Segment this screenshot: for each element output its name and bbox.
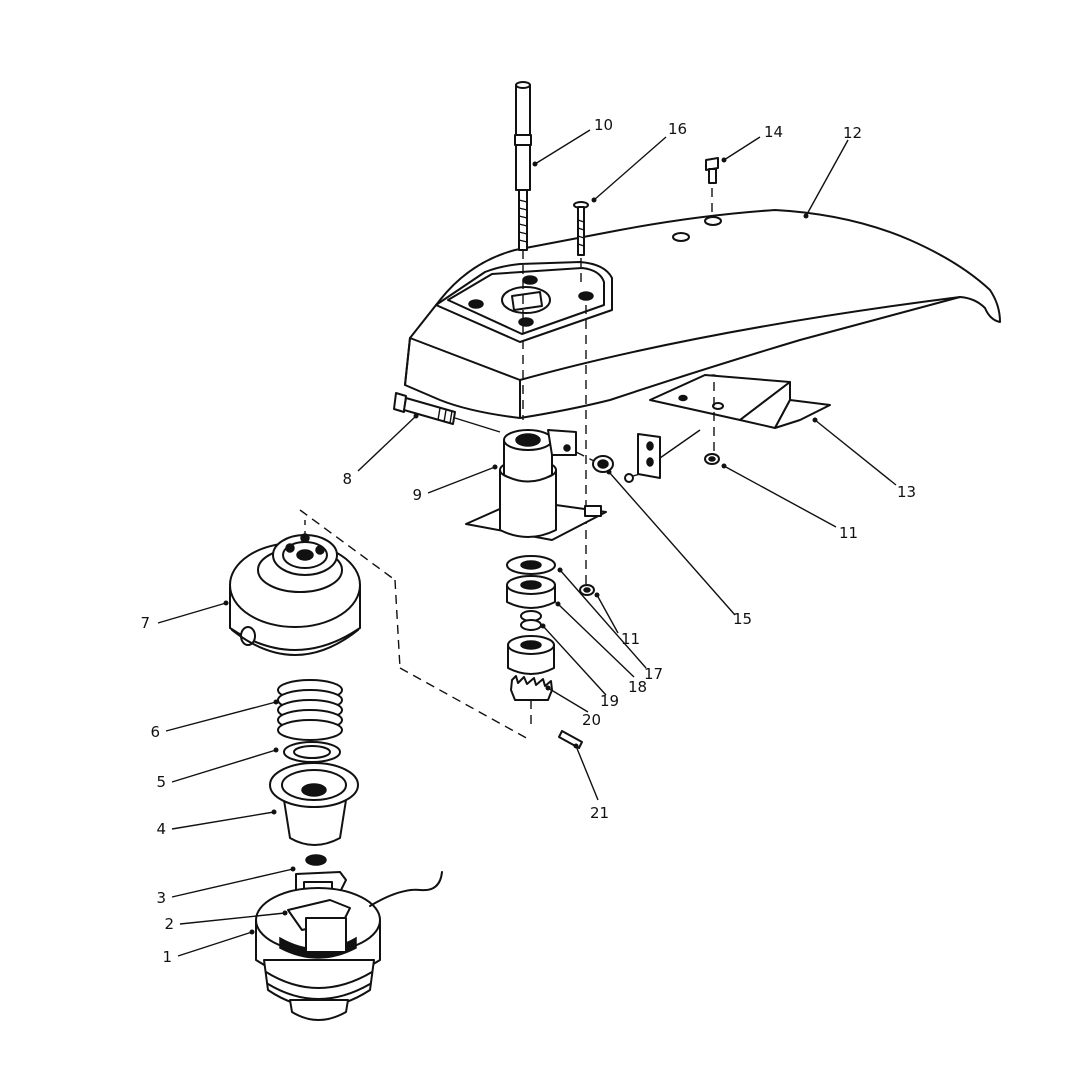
callout-17: 17 xyxy=(644,665,663,683)
callout-3: 3 xyxy=(156,889,166,907)
callout-20: 20 xyxy=(582,711,601,729)
washer-5 xyxy=(283,741,341,763)
callout-5: 5 xyxy=(156,773,166,791)
mounting-plate xyxy=(637,429,701,479)
spool-4 xyxy=(269,762,359,846)
callout-2: 2 xyxy=(164,915,174,933)
bolt-14 xyxy=(705,157,719,455)
callout-labels: 1 2 3 4 5 6 7 8 9 10 11 11 12 13 14 15 1… xyxy=(140,116,916,966)
callout-16: 16 xyxy=(668,120,687,138)
shaft-10 xyxy=(514,81,532,420)
callout-8: 8 xyxy=(342,470,352,488)
callout-19: 19 xyxy=(600,692,619,710)
tube-mount-9 xyxy=(465,429,607,541)
nut-15 xyxy=(592,455,614,473)
alignment-lines xyxy=(299,509,531,741)
bolt-16 xyxy=(573,201,589,590)
callout-10: 10 xyxy=(594,116,613,134)
callout-18: 18 xyxy=(628,678,647,696)
pin-21 xyxy=(558,730,583,749)
base-hub-1 xyxy=(255,871,443,1021)
callout-9: 9 xyxy=(412,486,422,504)
nut-11-upper xyxy=(704,453,720,465)
bolt-8 xyxy=(393,392,501,433)
callout-14: 14 xyxy=(764,123,783,141)
leader-lines xyxy=(157,129,897,957)
bearing-stack xyxy=(506,555,556,730)
nut-11-lower xyxy=(579,584,595,596)
spring-6 xyxy=(277,679,343,741)
callout-21: 21 xyxy=(590,804,609,822)
callout-4: 4 xyxy=(156,820,166,838)
callout-1: 1 xyxy=(162,948,172,966)
bracket-13 xyxy=(649,374,831,429)
callout-13: 13 xyxy=(897,483,916,501)
callout-12: 12 xyxy=(843,124,862,142)
spool-cover-7 xyxy=(229,533,361,656)
callout-15: 15 xyxy=(733,610,752,628)
deflector-housing xyxy=(404,209,1001,419)
small-screw xyxy=(624,473,641,483)
callout-7: 7 xyxy=(140,614,150,632)
callout-11-upper: 11 xyxy=(839,524,858,542)
callout-11-lower: 11 xyxy=(621,630,640,648)
callout-6: 6 xyxy=(150,723,160,741)
